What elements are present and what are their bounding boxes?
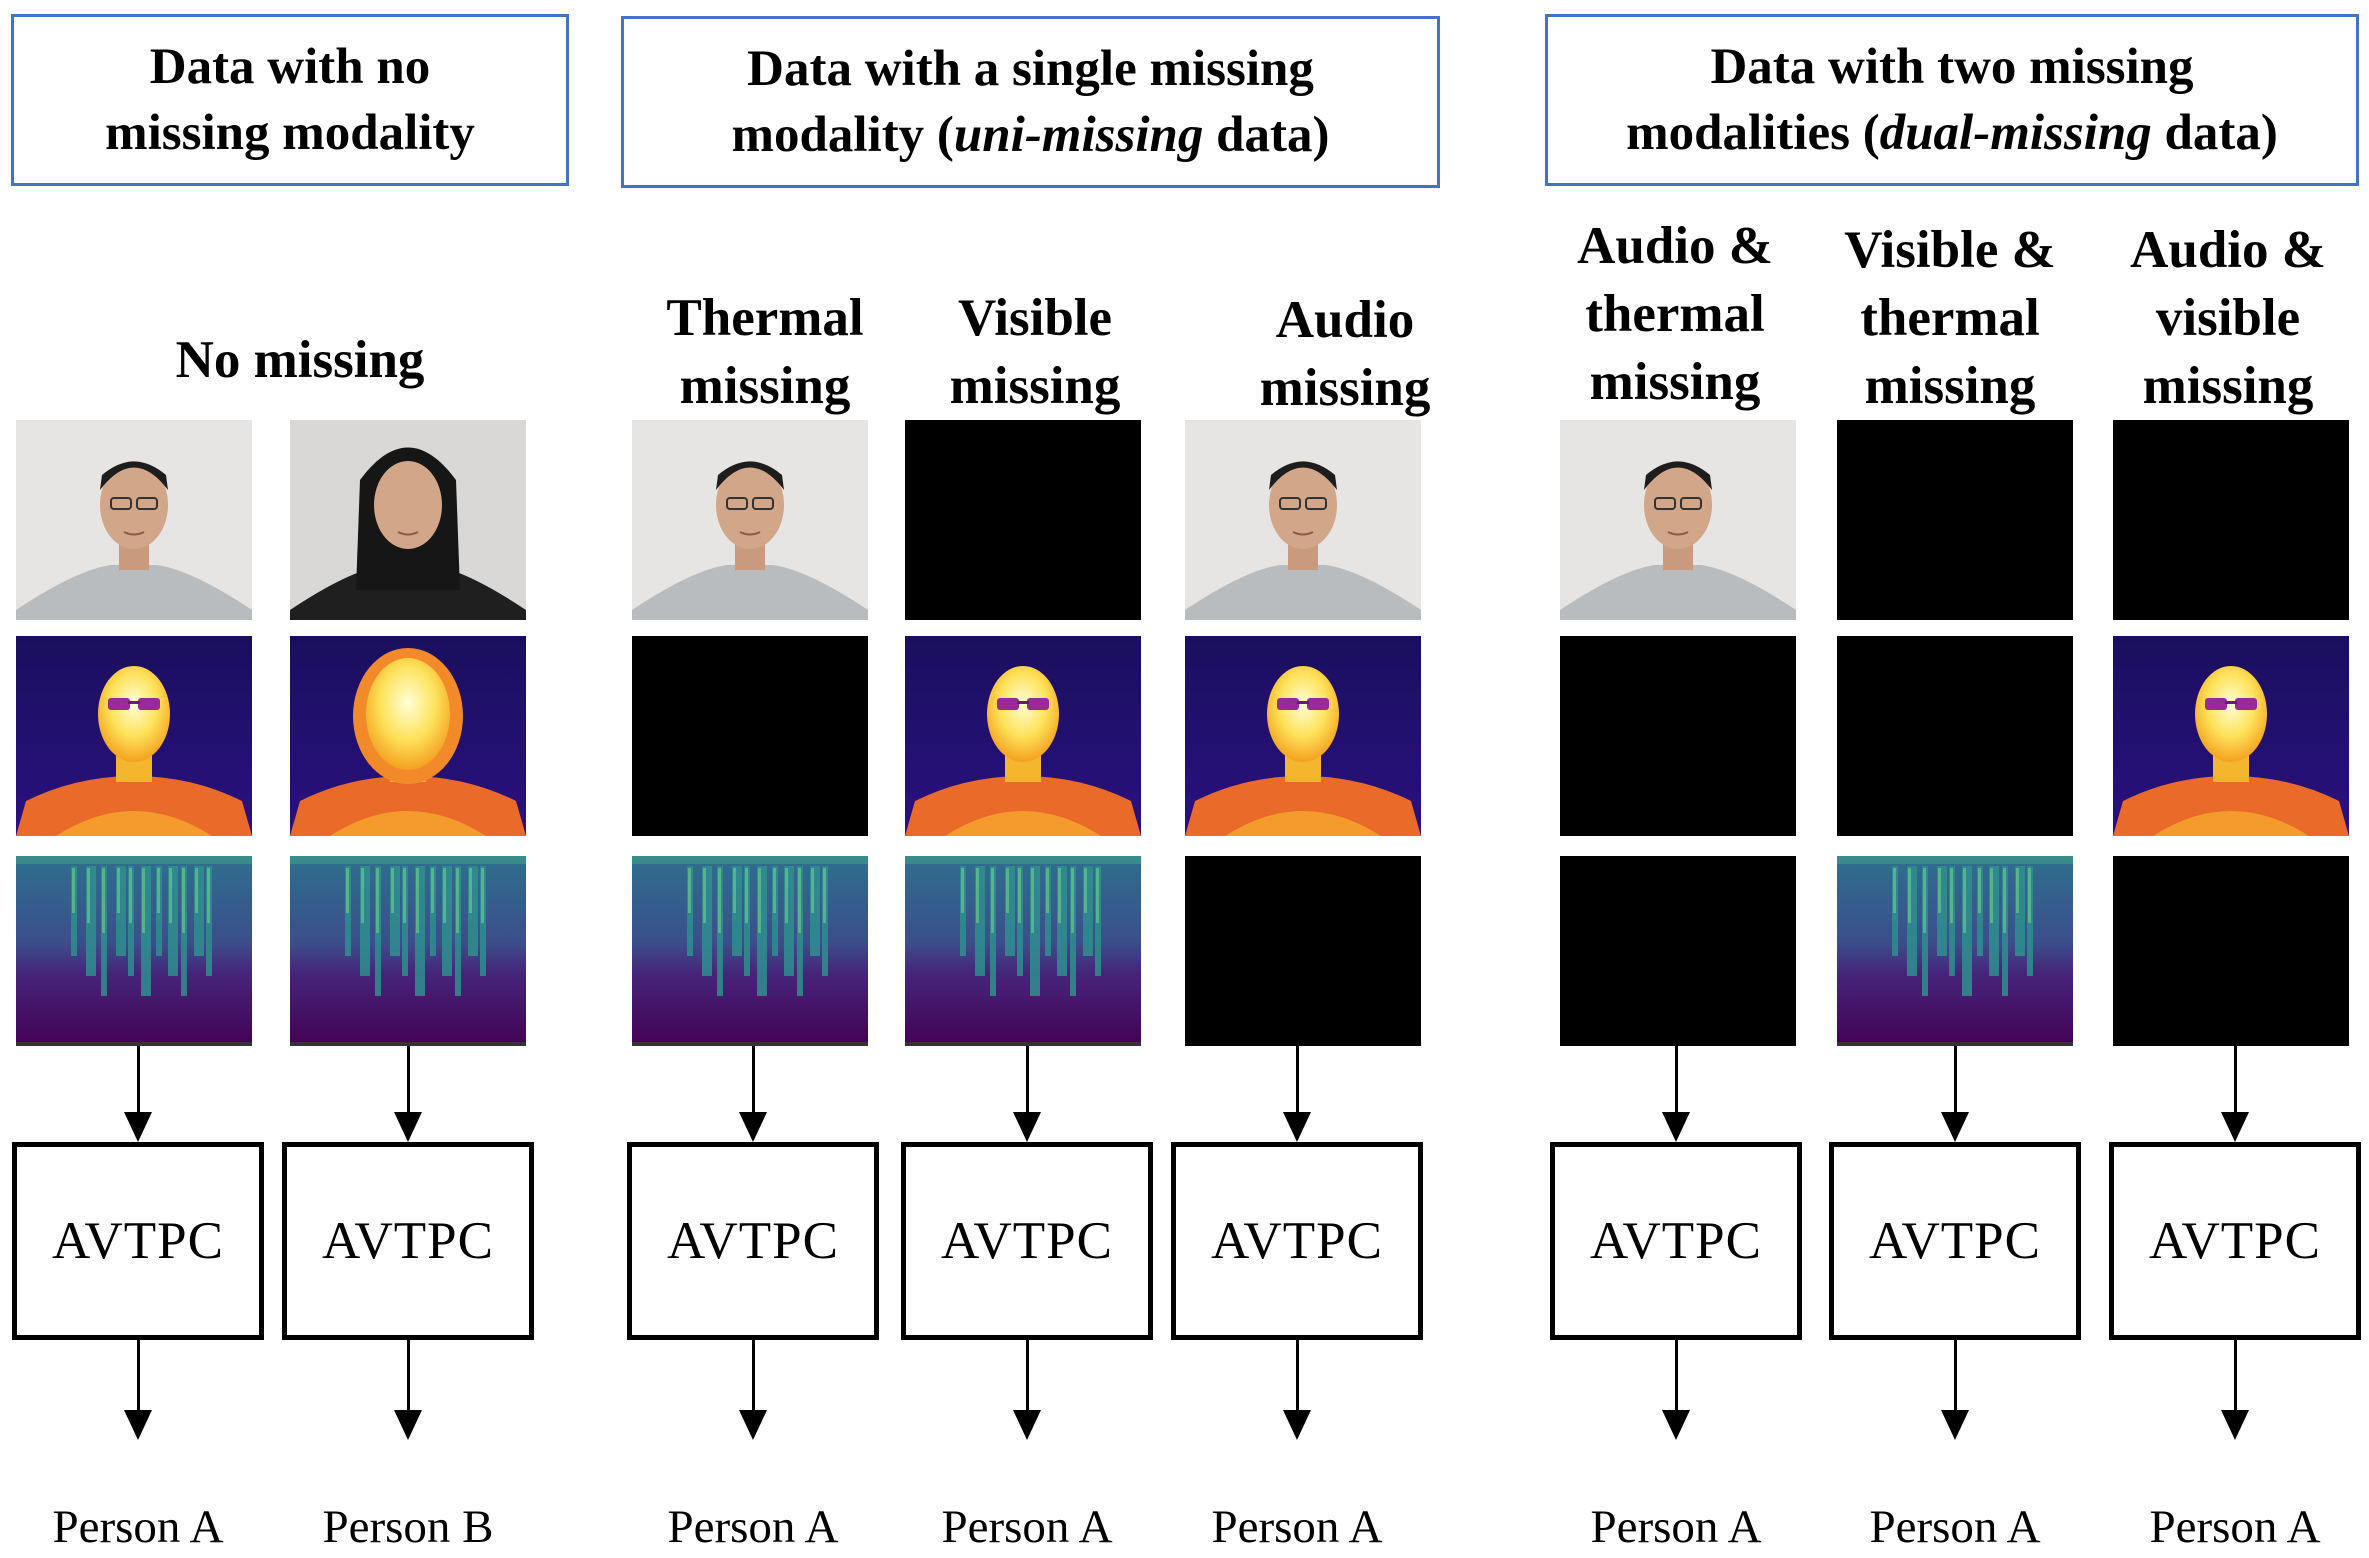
visible-face-image xyxy=(632,420,868,620)
visible-missing-tile xyxy=(1837,420,2073,620)
audio-modality-tile xyxy=(1837,856,2073,1046)
output-person-label: Person A xyxy=(941,1501,1113,1553)
dual-missing-italic: dual-missing xyxy=(1879,105,2152,161)
thermal-face-image xyxy=(905,636,1141,836)
audio-modality-tile xyxy=(905,856,1141,1046)
output-person-label: Person A xyxy=(1590,1501,1762,1553)
thermal-modality-tile xyxy=(16,636,252,836)
thermal-face-image xyxy=(290,636,526,836)
spectrogram-image xyxy=(1837,856,2073,1046)
output-person-label: Person A xyxy=(2149,1501,2321,1553)
thermal-missing-tile xyxy=(1560,636,1796,836)
visible-face-image xyxy=(1560,420,1796,620)
section-title-line2: modalities ( xyxy=(1626,105,1880,161)
visible-modality-tile xyxy=(16,420,252,620)
column-label-audio-visible-missing: Audio & visible missing xyxy=(2130,221,2326,415)
audio-missing-tile xyxy=(1185,856,1421,1046)
spectrogram-image xyxy=(905,856,1141,1046)
thermal-missing-tile xyxy=(632,636,868,836)
thermal-face-image xyxy=(1185,636,1421,836)
thermal-face-image xyxy=(16,636,252,836)
visible-face-image xyxy=(290,420,526,620)
section-header-dual-missing: Data with two missing modalities (dual-m… xyxy=(1545,14,2359,186)
thermal-modality-tile xyxy=(2113,636,2349,836)
avtpc-model-box: AVTPC xyxy=(2109,1142,2361,1340)
thermal-missing-tile xyxy=(1837,636,2073,836)
avtpc-model-box: AVTPC xyxy=(1550,1142,1802,1340)
visible-face-image xyxy=(16,420,252,620)
avtpc-model-box: AVTPC xyxy=(1829,1142,2081,1340)
output-person-label: Person B xyxy=(322,1501,494,1553)
output-person-label: Person A xyxy=(52,1501,224,1553)
column-label-thermal-missing: Thermal missing xyxy=(666,289,864,415)
audio-modality-tile xyxy=(290,856,526,1046)
avtpc-model-box: AVTPC xyxy=(12,1142,264,1340)
thermal-modality-tile xyxy=(1185,636,1421,836)
thermal-modality-tile xyxy=(290,636,526,836)
output-person-label: Person A xyxy=(667,1501,839,1553)
column-label-no-missing: No missing xyxy=(175,331,425,389)
column-label-audio-missing: Audio missing xyxy=(1259,291,1431,417)
thermal-face-image xyxy=(2113,636,2349,836)
spectrogram-image xyxy=(16,856,252,1046)
audio-modality-tile xyxy=(16,856,252,1046)
audio-modality-tile xyxy=(632,856,868,1046)
avtpc-model-box: AVTPC xyxy=(282,1142,534,1340)
section-header-no-missing: Data with no missing modality xyxy=(11,14,569,186)
visible-modality-tile xyxy=(1560,420,1796,620)
output-person-label: Person A xyxy=(1211,1501,1383,1553)
audio-missing-tile xyxy=(1560,856,1796,1046)
section-header-uni-missing: Data with a single missing modality (uni… xyxy=(621,16,1440,188)
section-title-line1: Data with two missing xyxy=(1710,39,2194,95)
output-person-label: Person A xyxy=(1869,1501,2041,1553)
avtpc-model-box: AVTPC xyxy=(901,1142,1153,1340)
avtpc-model-box: AVTPC xyxy=(1171,1142,1423,1340)
column-label-audio-thermal-missing: Audio & thermal missing xyxy=(1577,217,1773,411)
visible-missing-tile xyxy=(905,420,1141,620)
section-title-line2: modality ( xyxy=(731,107,954,163)
visible-face-image xyxy=(1185,420,1421,620)
visible-modality-tile xyxy=(1185,420,1421,620)
visible-missing-tile xyxy=(2113,420,2349,620)
section-title-line1: Data with no xyxy=(149,39,431,95)
thermal-modality-tile xyxy=(905,636,1141,836)
uni-missing-italic: uni-missing xyxy=(953,107,1204,163)
column-label-visible-missing: Visible missing xyxy=(949,289,1121,415)
spectrogram-image xyxy=(290,856,526,1046)
visible-modality-tile xyxy=(290,420,526,620)
section-title-line1: Data with a single missing xyxy=(747,41,1314,97)
column-label-visible-thermal-missing: Visible & thermal missing xyxy=(1844,221,2056,415)
spectrogram-image xyxy=(632,856,868,1046)
audio-missing-tile xyxy=(2113,856,2349,1046)
avtpc-model-box: AVTPC xyxy=(627,1142,879,1340)
section-title-line2: missing modality xyxy=(105,105,475,161)
visible-modality-tile xyxy=(632,420,868,620)
